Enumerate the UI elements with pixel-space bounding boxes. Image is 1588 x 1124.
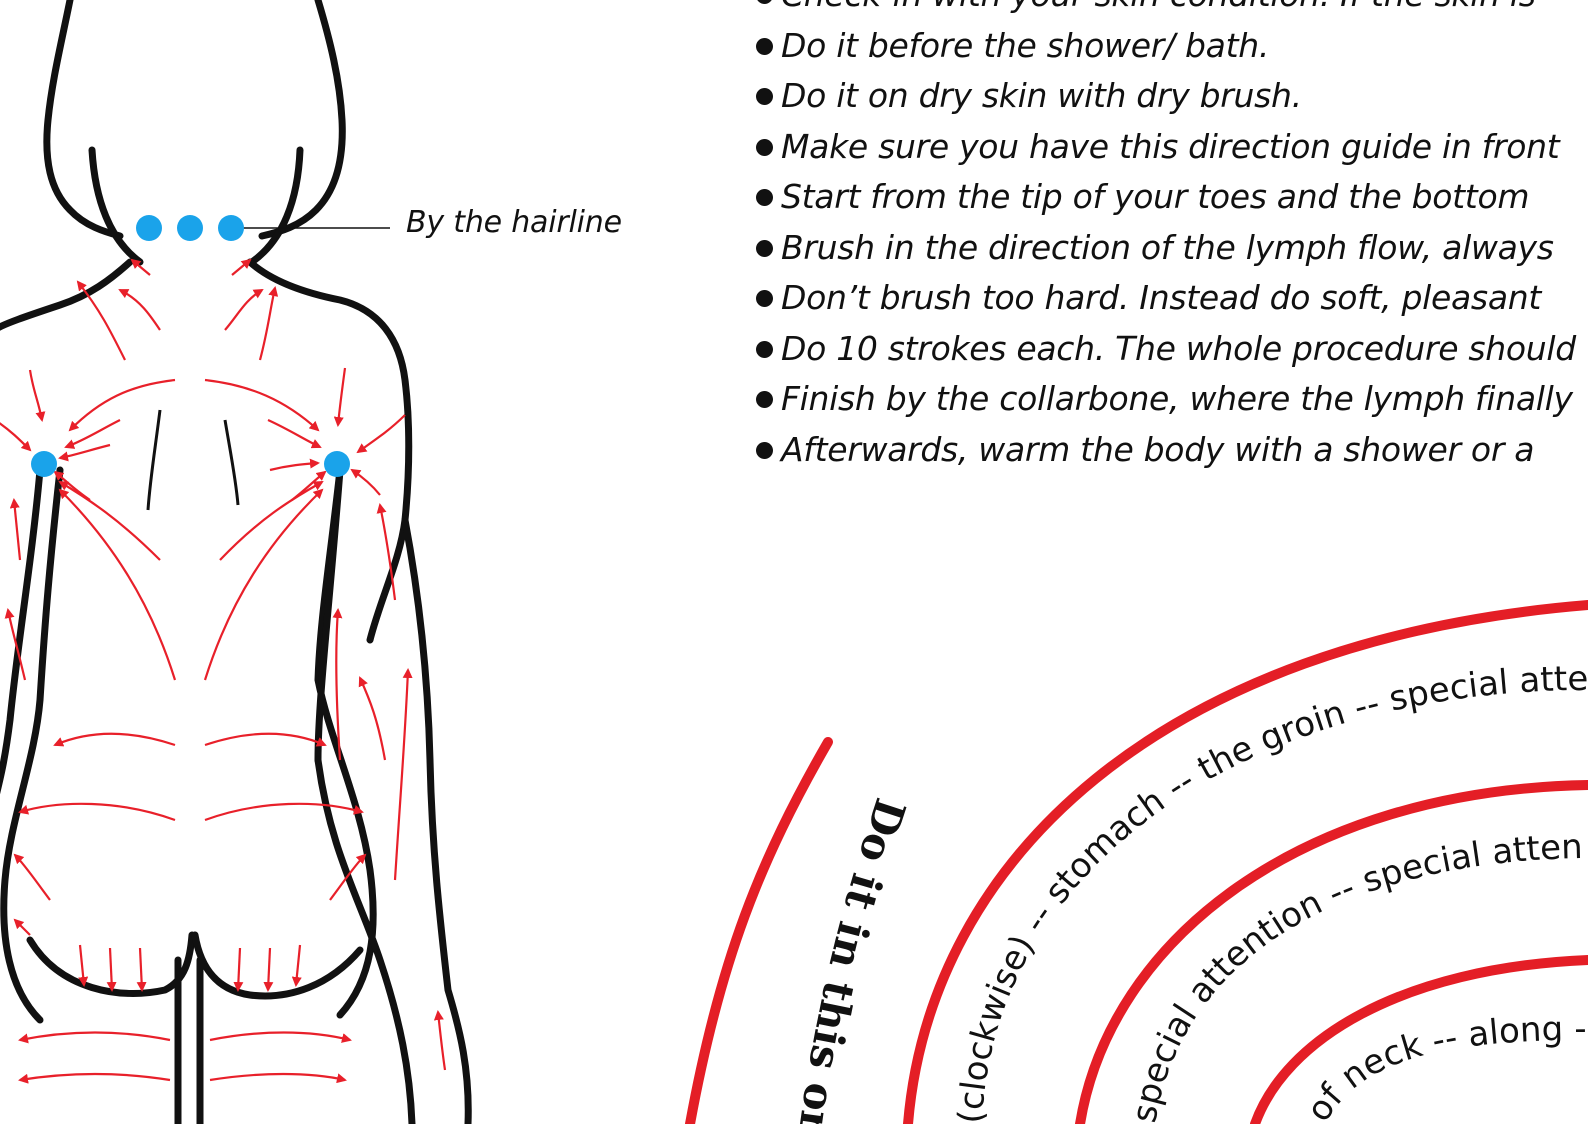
- instruction-item: Do it on dry skin with dry brush.: [756, 71, 1588, 122]
- flow-arrow: [58, 480, 161, 561]
- flow-arrow: [269, 458, 320, 472]
- flow-arrow: [9, 498, 22, 561]
- flow-arrow: [13, 853, 51, 901]
- instruction-item: Do it before the shower/ bath.: [756, 21, 1588, 72]
- flow-arrow: [136, 947, 147, 992]
- flow-arrow: [4, 608, 27, 681]
- flow-arrow: [203, 488, 324, 681]
- spiral-ring-outer: [685, 737, 833, 1124]
- flow-arrow: [18, 802, 176, 822]
- flow-arrow: [263, 947, 274, 992]
- instruction-item: Finish by the collarbone, where the lymp…: [756, 374, 1588, 425]
- flow-arrow: [356, 414, 406, 454]
- bullet-icon: [756, 340, 773, 358]
- bullet-icon: [756, 88, 773, 105]
- body-outline: [0, 0, 472, 1124]
- flow-arrow: [267, 418, 322, 449]
- flow-arrow: [204, 802, 364, 822]
- bullet-icon: [756, 189, 773, 206]
- flow-arrow: [18, 1072, 171, 1084]
- instruction-item: Do 10 strokes each. The whole procedure …: [756, 324, 1588, 375]
- flow-arrow: [58, 443, 111, 462]
- lymph-point-hairline-2: [177, 215, 203, 241]
- bullet-icon: [756, 0, 773, 4]
- flow-arrow: [209, 1072, 347, 1084]
- bullet-icon: [756, 290, 773, 307]
- instruction-item: Make sure you have this direction guide …: [756, 122, 1588, 173]
- bullet-icon: [756, 441, 773, 459]
- flow-arrow: [219, 481, 324, 561]
- bullet-icon: [756, 391, 773, 408]
- lymph-point-hairline-1: [136, 215, 162, 241]
- flow-arrow: [204, 378, 320, 432]
- instruction-item: Afterwards, warm the body with a shower …: [756, 425, 1588, 476]
- instruction-item: Check-in with your skin condition. If th…: [756, 0, 1588, 21]
- flow-arrow: [393, 668, 413, 881]
- flow-arrow: [204, 732, 327, 747]
- flow-arrow: [224, 288, 264, 331]
- instruction-item: Start from the tip of your toes and the …: [756, 172, 1588, 223]
- flow-arrow: [233, 947, 244, 992]
- flow-arrow: [78, 944, 89, 987]
- flow-arrow: [333, 367, 347, 427]
- flow-arrow: [106, 947, 117, 992]
- back-contour-lines: [146, 409, 240, 511]
- lymph-point-left-armpit: [31, 451, 57, 477]
- lymph-point-hairline-3: [218, 215, 244, 241]
- flow-arrow: [53, 732, 176, 747]
- flow-arrow: [433, 1010, 447, 1071]
- flow-arrow: [332, 608, 343, 761]
- instruction-list: Check-in with your skin condition. If th…: [756, 0, 1588, 490]
- flow-arrow: [118, 289, 161, 331]
- spiral-ring-2: [1075, 780, 1588, 1124]
- order-spiral: [685, 600, 1588, 1124]
- instruction-item: Brush in the direction of the lymph flow…: [756, 223, 1588, 274]
- flow-arrow: [258, 286, 279, 361]
- flow-arrow: [291, 944, 302, 987]
- flow-arrow: [350, 468, 381, 496]
- spiral-ring-3: [1250, 955, 1588, 1124]
- flow-arrow: [231, 258, 252, 276]
- lymph-point-right-armpit: [324, 451, 350, 477]
- lymph-flow-arrows: [0, 258, 447, 1084]
- flow-arrow: [64, 419, 121, 449]
- flow-arrow: [0, 422, 32, 452]
- flow-arrow: [28, 369, 46, 422]
- flow-arrow: [76, 280, 126, 361]
- flow-arrow: [13, 918, 31, 936]
- flow-arrow: [58, 488, 177, 681]
- spiral-ring-1: [903, 600, 1588, 1124]
- bullet-icon: [756, 138, 773, 156]
- flow-arrow: [209, 1031, 352, 1043]
- flow-arrow: [130, 258, 151, 276]
- bullet-icon: [756, 239, 773, 257]
- flow-arrow: [329, 853, 367, 901]
- instruction-item: Don’t brush too hard. Instead do soft, p…: [756, 273, 1588, 324]
- lymph-points: [31, 215, 350, 477]
- hairline-callout-label: By the hairline: [406, 205, 622, 240]
- flow-arrow: [358, 676, 387, 761]
- bullet-icon: [756, 37, 773, 55]
- flow-arrow: [376, 503, 397, 601]
- flow-arrow: [18, 1031, 171, 1044]
- flow-arrow: [68, 378, 176, 432]
